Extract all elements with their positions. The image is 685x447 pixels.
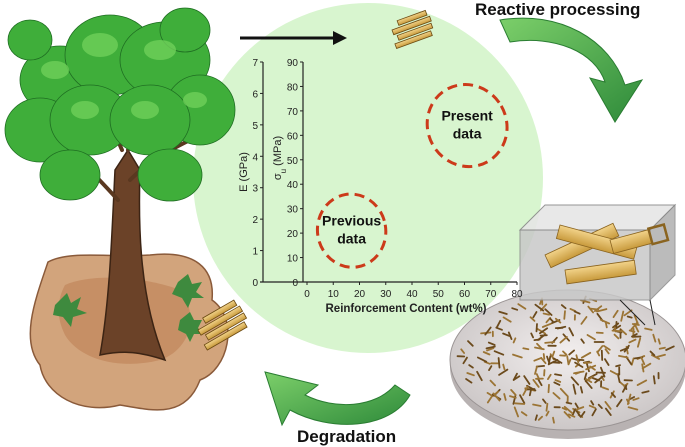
- tree-illustration: [4, 7, 236, 362]
- degradation-label: Degradation: [297, 427, 396, 446]
- data-region-label: Previous: [322, 213, 381, 229]
- data-region-outline: [425, 83, 509, 169]
- x-axis-tick-label: 70: [485, 289, 497, 300]
- reactive-processing-label: Reactive processing: [475, 0, 640, 19]
- sigma-axis-tick-label: 70: [287, 107, 299, 118]
- sigma-axis-tick-label: 80: [287, 82, 299, 93]
- e-axis-tick-label: 7: [252, 58, 258, 69]
- curved-arrow-icon: [499, 17, 644, 123]
- x-axis-tick-label: 60: [459, 289, 471, 300]
- x-axis-tick-label: 20: [354, 289, 366, 300]
- e-axis-tick-label: 3: [252, 184, 258, 195]
- composite-disc-illustration: [449, 289, 685, 439]
- fiber-bundle-icon: [197, 299, 248, 351]
- fiber-bundle-icon: [391, 9, 434, 50]
- sigma-axis-tick-label: 30: [287, 205, 299, 216]
- x-axis-tick-label: 80: [511, 289, 523, 300]
- sigma-axis-title: σu (MPa): [272, 136, 288, 180]
- process-arrow: [240, 31, 347, 45]
- e-axis-tick-label: 1: [252, 247, 258, 258]
- data-region-label: data: [337, 231, 366, 247]
- sigma-axis-tick-label: 90: [287, 58, 299, 69]
- x-axis-title: Reinforcement Content (wt%): [326, 303, 487, 315]
- curved-arrow-icon: [264, 371, 411, 427]
- e-axis-tick-label: 0: [252, 278, 258, 289]
- e-axis-tick-label: 4: [252, 152, 258, 163]
- sigma-axis-tick-label: 0: [292, 278, 298, 289]
- data-region-label: data: [453, 126, 482, 142]
- sigma-axis-tick-label: 20: [287, 229, 299, 240]
- data-region-label: Present: [441, 108, 493, 124]
- small-plant-icon: [53, 293, 87, 327]
- e-axis-tick-label: 6: [252, 89, 258, 100]
- composite-block-illustration: [518, 203, 677, 326]
- sigma-axis-tick-label: 40: [287, 180, 299, 191]
- sigma-axis-tick-label: 60: [287, 131, 299, 142]
- x-axis-tick-label: 10: [328, 289, 340, 300]
- x-axis-tick-label: 30: [380, 289, 392, 300]
- x-axis-tick-label: 0: [304, 289, 310, 300]
- e-axis-tick-label: 2: [252, 215, 258, 226]
- e-axis-title: E (GPa): [238, 152, 250, 192]
- sigma-axis-tick-label: 10: [287, 254, 299, 265]
- e-axis-tick-label: 5: [252, 121, 258, 132]
- chart-background-circle: [193, 3, 543, 353]
- sigma-axis-tick-label: 50: [287, 156, 299, 167]
- small-plant-icon: [178, 312, 204, 342]
- x-axis-tick-label: 40: [406, 289, 418, 300]
- x-axis-tick-label: 50: [433, 289, 445, 300]
- small-plant-icon: [172, 274, 204, 308]
- data-region-outline: [315, 192, 388, 269]
